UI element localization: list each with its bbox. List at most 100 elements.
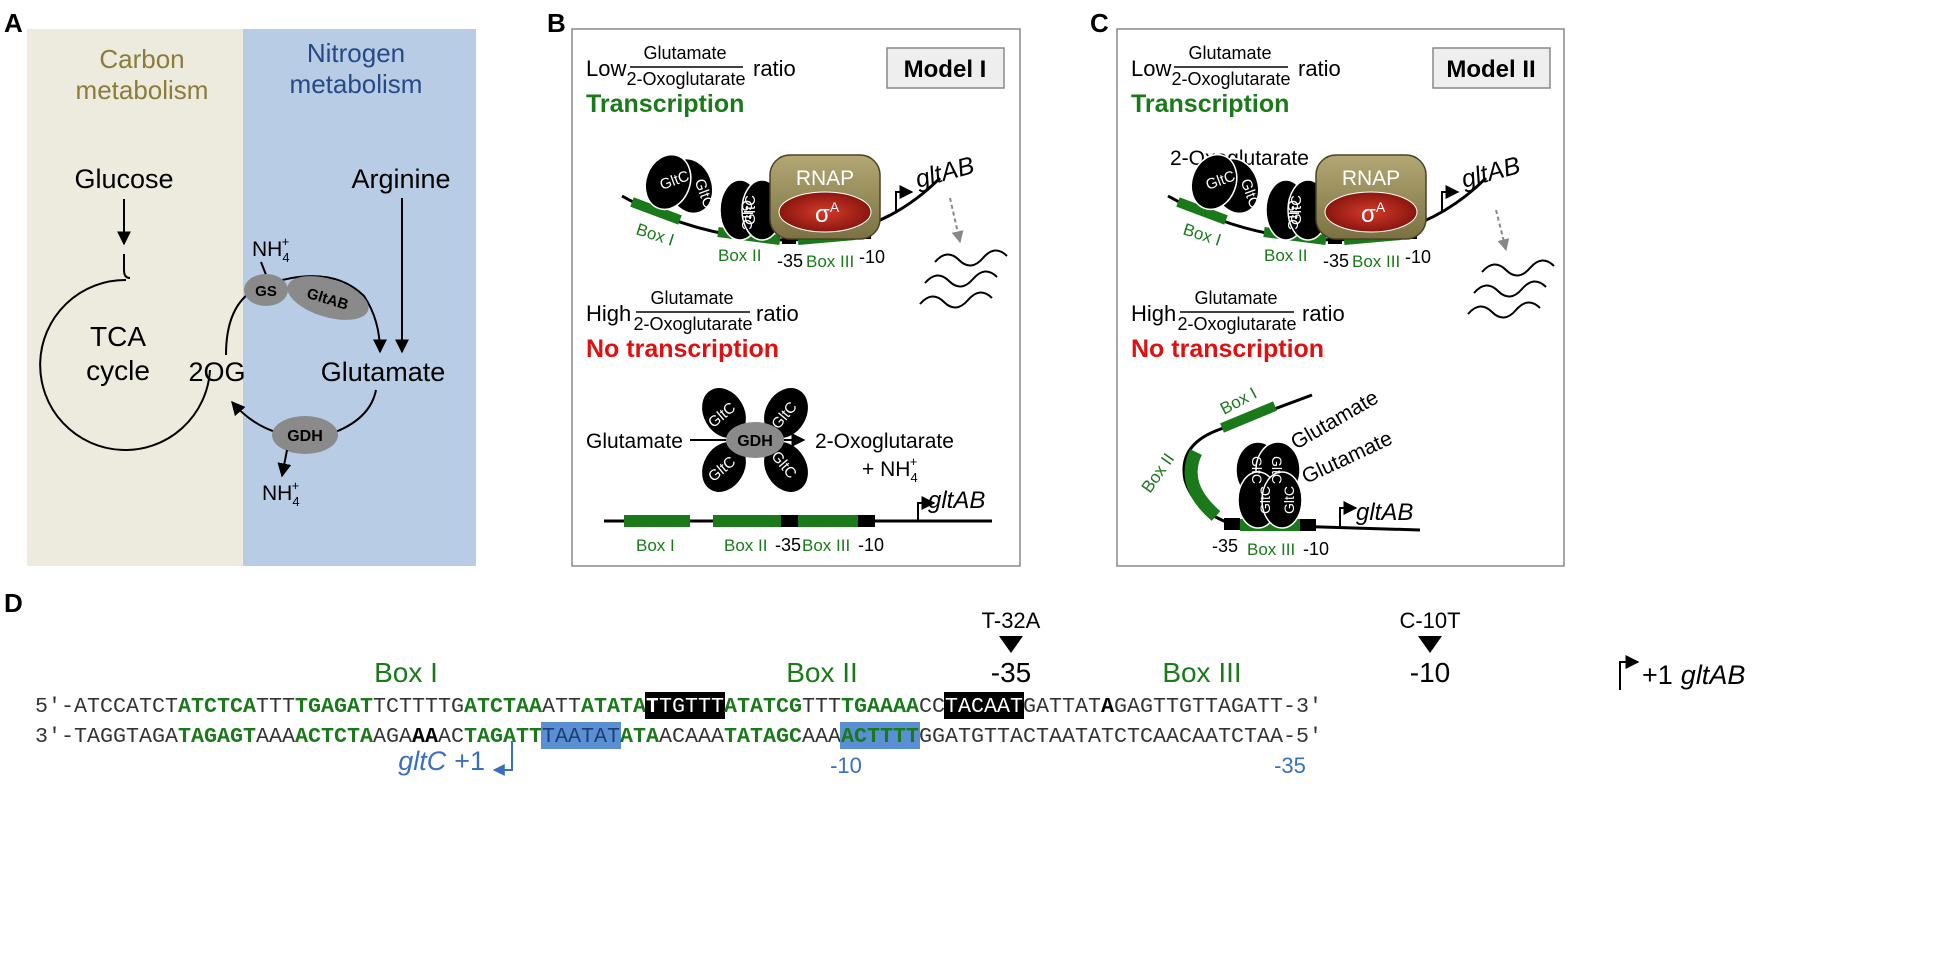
b-transcription: Transcription xyxy=(586,90,744,118)
b-high-ratio: ratio xyxy=(756,301,799,326)
c-box3-top-label: Box III xyxy=(1352,252,1400,271)
b-gltc-label-3: GltC xyxy=(742,195,759,225)
b-gene-bottom-label: gltAB xyxy=(928,487,985,514)
top-strand-segment: ATATA xyxy=(581,695,646,719)
bottom-strand-segment: 3′-TAGGTAGA xyxy=(35,725,178,749)
b-m35-top-label: -35 xyxy=(777,251,803,271)
top-strand-highlight xyxy=(658,692,725,719)
panel-b-letter: B xyxy=(547,8,566,38)
b-box3-top-label: Box III xyxy=(806,252,854,271)
b-tss-bottom-arrow xyxy=(917,496,936,521)
carbon-metabolism-region xyxy=(27,29,243,566)
bottom-strand-segment: AA xyxy=(412,725,438,749)
d-box3-label: Box III xyxy=(1162,657,1241,688)
glucose-to-cycle xyxy=(123,254,131,279)
nh4-top-label: NH4+ xyxy=(252,234,290,265)
c-high-numerator: Glutamate xyxy=(1194,288,1277,308)
c-mrna-waves xyxy=(1467,259,1555,319)
model-i-badge xyxy=(886,47,1005,89)
b-m10-bottom-label: -10 xyxy=(858,535,884,555)
d-gltc-tss-arrow xyxy=(492,741,513,776)
bottom-strand-segment: TAGATT xyxy=(464,725,542,749)
c-sigma-factor xyxy=(1324,191,1418,233)
b-tss-arrow xyxy=(895,185,914,213)
top-strand-segment: TTT xyxy=(802,695,841,719)
bottom-strand-segment: TAGAGT xyxy=(178,725,256,749)
c-gltc-label-8: GltC xyxy=(1281,486,1297,514)
d-bottom-m10-label: -10 xyxy=(830,753,862,778)
top-strand-segment: TACAAT xyxy=(945,695,1023,719)
b-box1-bottom xyxy=(624,515,690,527)
d-gltab-tss-arrow xyxy=(1619,655,1640,690)
mutation-c10t-label: C-10T xyxy=(1399,608,1460,633)
c-gltc-label-4: GltC xyxy=(1284,200,1301,230)
bottom-strand-segment: AC xyxy=(438,725,464,749)
b-glutamate-substrate: Glutamate xyxy=(586,430,683,453)
top-strand-segment: GATTAT xyxy=(1023,695,1101,719)
c-box3-bottom-label: Box III xyxy=(1247,540,1295,559)
bottom-strand-highlight xyxy=(840,722,920,749)
b-gltc-label-4: GltC xyxy=(738,200,755,230)
b-box1-top xyxy=(630,197,682,225)
b-box2-bottom-label: Box II xyxy=(724,536,767,555)
gdh-label: GDH xyxy=(287,428,323,445)
gs-enzyme xyxy=(244,274,288,306)
arginine-label: Arginine xyxy=(351,164,450,194)
top-strand-segment: TGAGAT xyxy=(295,695,373,719)
top-strand-highlight xyxy=(944,692,1024,719)
b-gdh-enzyme xyxy=(726,422,784,458)
panel-c: C Model II Low Glutamate 2-Oxoglutarate … xyxy=(1090,8,1565,567)
two-og-label: 2OG xyxy=(188,357,245,387)
panel-b: B Model I Low Glutamate 2-Oxoglutarate r… xyxy=(547,8,1021,567)
b-transcript-arrow xyxy=(949,197,964,244)
c-transcription: Transcription xyxy=(1131,90,1289,118)
b-m10-top-label: -10 xyxy=(859,247,885,267)
tca-circle xyxy=(39,278,211,451)
c-box1-top xyxy=(1176,197,1228,225)
d-box1-label: Box I xyxy=(374,657,438,688)
bottom-strand-segment: ACTTTT xyxy=(841,725,919,749)
b-oxoglutarate-product: 2-Oxoglutarate xyxy=(815,430,954,453)
d-bottom-m35-label: -35 xyxy=(1274,753,1306,778)
bottom-strand-segment: ACTCTA xyxy=(295,725,373,749)
b-rnap-label: RNAP xyxy=(796,167,854,190)
c-m35-top-label: -35 xyxy=(1323,251,1349,271)
b-gdh-label: GDH xyxy=(737,433,773,450)
c-gltc-cluster-bottom: GltC GltC GltC GltC xyxy=(1235,441,1303,529)
c-low-denominator: 2-Oxoglutarate xyxy=(1171,69,1290,89)
bottom-strand-highlight xyxy=(541,722,621,749)
c-box2-top-label: Box II xyxy=(1264,246,1307,265)
d-gltc-tss-label: gltC+1 xyxy=(398,746,485,776)
model-ii-badge xyxy=(1432,47,1551,89)
b-high-numerator: Glutamate xyxy=(650,288,733,308)
bottom-strand-segment: ACAAA xyxy=(659,725,724,749)
c-high-denominator: 2-Oxoglutarate xyxy=(1177,314,1296,334)
c-no-transcription: No transcription xyxy=(1131,335,1324,363)
top-strand-segment: T xyxy=(646,695,659,719)
c-m10-bottom-mark xyxy=(1300,519,1316,531)
c-box1-loop xyxy=(1220,401,1277,433)
nh4-bottom-label: NH4+ xyxy=(262,478,300,509)
bottom-strand-segment: GGATGTTACTAATATCTCAACAATCTAA-5′ xyxy=(919,725,1322,749)
b-m10-bottom-mark xyxy=(858,515,875,527)
top-strand-segment: CC xyxy=(919,695,945,719)
b-low-label: Low xyxy=(586,56,626,81)
model-i-label: Model I xyxy=(904,56,987,83)
bottom-strand-segment: AAA xyxy=(802,725,841,749)
mutation-t32a-marker xyxy=(999,636,1023,653)
gltab-enzyme xyxy=(287,276,369,320)
b-box3-bottom-label: Box III xyxy=(802,536,850,555)
mutation-t32a-label: T-32A xyxy=(982,608,1041,633)
top-strand-segment: GAGTTGTTAGATT-3′ xyxy=(1114,695,1322,719)
c-gltc-cluster-top: GltC GltC GltC GltC xyxy=(1190,153,1329,241)
c-high-ratio: ratio xyxy=(1302,301,1345,326)
b-high-denominator: 2-Oxoglutarate xyxy=(633,314,752,334)
c-gltc-label-6: GltC xyxy=(1269,456,1285,484)
b-mrna-waves xyxy=(919,249,1008,309)
b-box2-top-label: Box II xyxy=(718,246,761,265)
bottom-strand-segment: AGA xyxy=(373,725,412,749)
